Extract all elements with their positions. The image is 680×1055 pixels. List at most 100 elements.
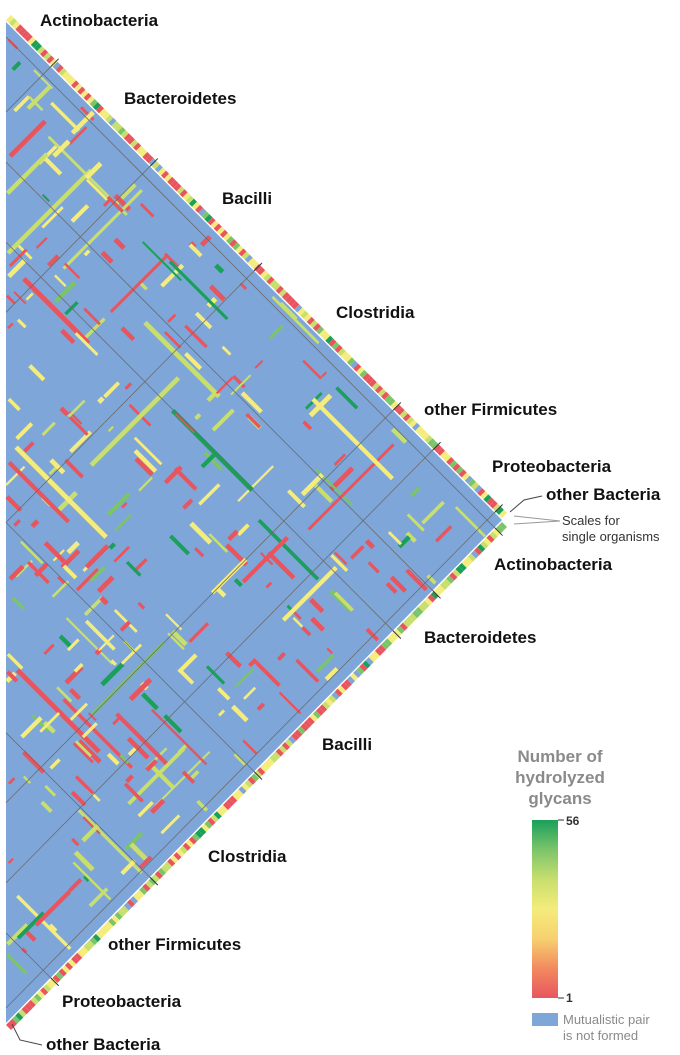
heatmap-cell xyxy=(184,324,208,349)
bottom-edge-scale-segment xyxy=(402,619,411,628)
heatmap-cell xyxy=(5,465,26,486)
heatmap-cell xyxy=(257,518,320,581)
heatmap-cell xyxy=(119,620,132,632)
top-edge-scale-segment xyxy=(306,316,315,326)
bottom-edge-scale-segment xyxy=(449,572,458,581)
top-edge-scale-segment xyxy=(176,186,185,195)
heatmap-cell xyxy=(233,578,243,588)
bottom-edge-scale-segment xyxy=(68,958,77,968)
heatmap-cell xyxy=(194,547,205,558)
leader-line-scales xyxy=(513,515,561,522)
top-edge-scale-segment xyxy=(117,127,126,136)
heatmap-cell xyxy=(333,551,348,566)
bottom-edge-scale-segment xyxy=(179,845,188,854)
heatmap-cell xyxy=(7,397,21,412)
bottom-edge-scale-segment xyxy=(266,757,275,766)
bottom-edge-scale-segment xyxy=(467,553,476,562)
heatmap-cell xyxy=(254,359,264,369)
top-edge-scale-segment xyxy=(102,111,111,120)
heatmap-cell xyxy=(21,750,46,774)
heatmap-cell xyxy=(126,736,150,760)
heatmap-cell xyxy=(138,855,153,870)
top-edge-scale-segment xyxy=(164,173,173,182)
bottom-edge-scale-segment xyxy=(427,594,436,603)
heatmap-cell xyxy=(184,352,203,371)
heatmap-cell xyxy=(321,371,328,378)
bottom-edge-scale-segment xyxy=(455,566,464,575)
heatmap-cell xyxy=(234,668,255,688)
group-boundary-line xyxy=(5,522,255,772)
heatmap-cell xyxy=(406,513,425,532)
heatmap-cell xyxy=(128,677,153,702)
heatmap-cell xyxy=(69,687,82,701)
top-edge-scale-segment xyxy=(325,335,334,344)
heatmap-cell xyxy=(188,622,210,643)
heatmap-cell xyxy=(35,236,48,249)
heatmap-cell xyxy=(60,549,81,570)
heatmap-cell xyxy=(15,422,34,441)
heatmap-cell xyxy=(112,715,122,726)
top-edge-scale-segment xyxy=(427,438,436,447)
bottom-edge-scale-segment xyxy=(6,1021,15,1030)
bottom-edge-scale-segment xyxy=(229,795,238,804)
bottom-edge-scale-segment xyxy=(145,880,154,889)
top-edge-scale-segment xyxy=(210,220,219,229)
heatmap-background xyxy=(6,22,502,1023)
heatmap-cell xyxy=(119,753,130,765)
top-edge-scale-segment xyxy=(188,198,197,207)
heatmap-cell xyxy=(266,551,296,580)
group-boundary-line xyxy=(5,241,394,631)
bottom-edge-scale-segment xyxy=(89,936,98,946)
heatmap-cell xyxy=(177,743,189,754)
heatmap-cell xyxy=(5,294,16,305)
heatmap-cell xyxy=(200,453,216,469)
taxon-label-top-proteobacteria: Proteobacteria xyxy=(492,457,612,476)
bottom-edge-scale-segment xyxy=(114,911,123,920)
single-organism-scales xyxy=(6,15,507,1030)
top-edge-scale-segment xyxy=(347,357,356,366)
heatmap-cell xyxy=(62,189,143,270)
bottom-edge-scale-segment xyxy=(281,742,290,751)
heatmap-cell xyxy=(54,274,67,288)
bottom-edge-scale-segment xyxy=(288,735,297,744)
bottom-edge-scale-segment xyxy=(151,874,160,883)
legend: Number of hydrolyzed glycans 56 1 Mutual… xyxy=(515,747,650,1043)
top-edge-scale-segment xyxy=(170,179,179,189)
top-edge-scale-segment xyxy=(260,270,269,279)
bottom-edge-scale-segment xyxy=(195,830,204,839)
top-edge-scale-segment xyxy=(316,326,325,335)
top-edge-scale-segment xyxy=(185,195,194,204)
bottom-edge-scale-segment xyxy=(331,691,340,700)
top-edge-scale-segment xyxy=(235,245,244,254)
bottom-edge-scale-segment xyxy=(164,861,173,870)
heatmap-cell xyxy=(50,101,81,132)
bottom-edge-scale-segment xyxy=(157,867,166,876)
heatmap-cell xyxy=(89,376,181,467)
heatmap-cell xyxy=(151,765,176,790)
top-edge-scale-segment xyxy=(83,92,92,101)
taxon-label-top-other-bacteria: other Bacteria xyxy=(546,485,661,504)
top-edge-scale-segment xyxy=(297,307,306,316)
heatmap-cell xyxy=(62,564,78,580)
heatmap-cell xyxy=(434,525,453,543)
heatmap-cell xyxy=(335,386,359,410)
heatmap-cell xyxy=(54,490,78,515)
top-edge-scale-segment xyxy=(30,39,39,49)
bottom-edge-scale-segment xyxy=(49,977,58,986)
bottom-edge-scale-segment xyxy=(55,971,64,980)
heatmap-cell xyxy=(324,666,339,681)
bottom-edge-scale-segment xyxy=(309,713,318,722)
top-edge-scale-segment xyxy=(250,260,259,269)
top-edge-scale-segment xyxy=(471,481,480,490)
bottom-edge-scale-segment xyxy=(170,855,179,864)
scales-note: Scales for single organisms xyxy=(562,513,660,544)
heatmap-cell xyxy=(81,317,106,342)
taxon-label-top-bacteroidetes: Bacteroidetes xyxy=(124,89,236,108)
legend-no-pair-label-line-2: is not formed xyxy=(563,1028,638,1043)
group-boundary-tick xyxy=(149,158,159,167)
heatmap-cell xyxy=(20,540,44,565)
bottom-edge-scale-segment xyxy=(21,1006,30,1015)
group-boundary-tick xyxy=(50,58,59,68)
bottom-edge-scale-segment xyxy=(213,811,222,820)
heatmap-cells xyxy=(5,38,486,975)
